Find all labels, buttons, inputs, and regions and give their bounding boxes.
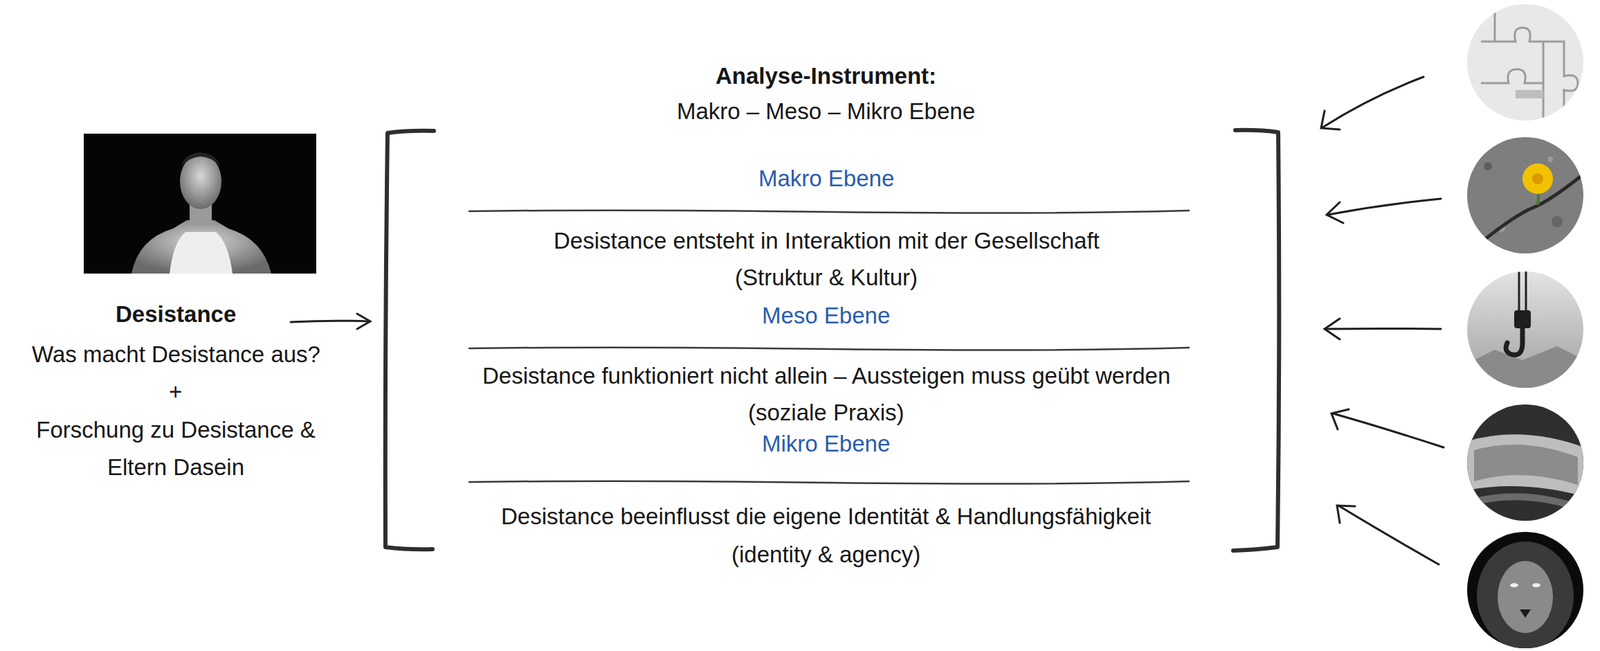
level-text: (identity & agency) — [731, 540, 921, 569]
tool-subheading: Makro – Meso – Mikro Ebene — [676, 97, 976, 126]
level-text: Desistance beeinflusst die eigene Identi… — [501, 502, 1151, 531]
topic-heading: Desistance — [115, 300, 236, 329]
identity-picture — [1460, 401, 1592, 526]
pointer-arrow — [290, 313, 371, 329]
pointer-arrow — [1321, 76, 1444, 565]
level-heading: Mikro Ebene — [761, 429, 890, 458]
separator-line — [469, 210, 1189, 484]
puzzle-picture — [1460, 0, 1592, 125]
left-bracket — [385, 130, 434, 549]
level-heading: Makro Ebene — [758, 164, 895, 193]
portrait-photo — [83, 133, 317, 274]
level-text: Desistance funktioniert nicht allein – A… — [482, 361, 1171, 390]
topic-note: Forschung zu Desistance & Eltern Dasein — [13, 411, 339, 486]
plus-sign: + — [168, 377, 183, 406]
level-text: (Struktur & Kultur) — [734, 263, 918, 292]
topic-question: Was macht Desistance aus? — [31, 340, 321, 369]
dandelion-picture — [1460, 131, 1592, 263]
level-heading: Meso Ebene — [761, 301, 890, 330]
tool-heading: Analyse-Instrument: — [715, 62, 937, 90]
crane-hook-picture — [1460, 269, 1592, 395]
lion-picture — [1460, 525, 1592, 651]
level-text: (soziale Praxis) — [748, 398, 905, 427]
right-bracket — [1233, 130, 1279, 551]
level-text: Desistance entsteht in Interaktion mit d… — [553, 226, 1100, 255]
